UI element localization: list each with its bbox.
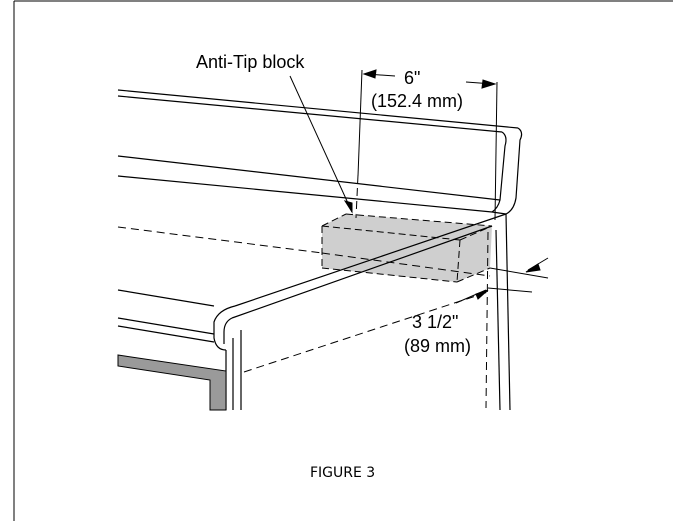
figure-border [13,0,673,521]
depth-dimension-metric-label: (89 mm) [404,336,471,356]
width-dimension-metric-label: (152.4 mm) [371,91,463,111]
anti-tip-block-label: Anti-Tip block [196,52,305,72]
width-dimension-label: 6" [404,68,420,88]
depth-dimension-label: 3 1/2" [412,312,458,332]
backsplash [117,89,523,215]
oven-door [117,354,227,411]
figure-caption: FIGURE 3 [310,465,375,481]
countertop-edge [213,213,511,411]
width-dimension [357,69,498,221]
depth-dimension [455,257,549,304]
hidden-lines [117,174,491,409]
block-label-leader [289,75,353,214]
